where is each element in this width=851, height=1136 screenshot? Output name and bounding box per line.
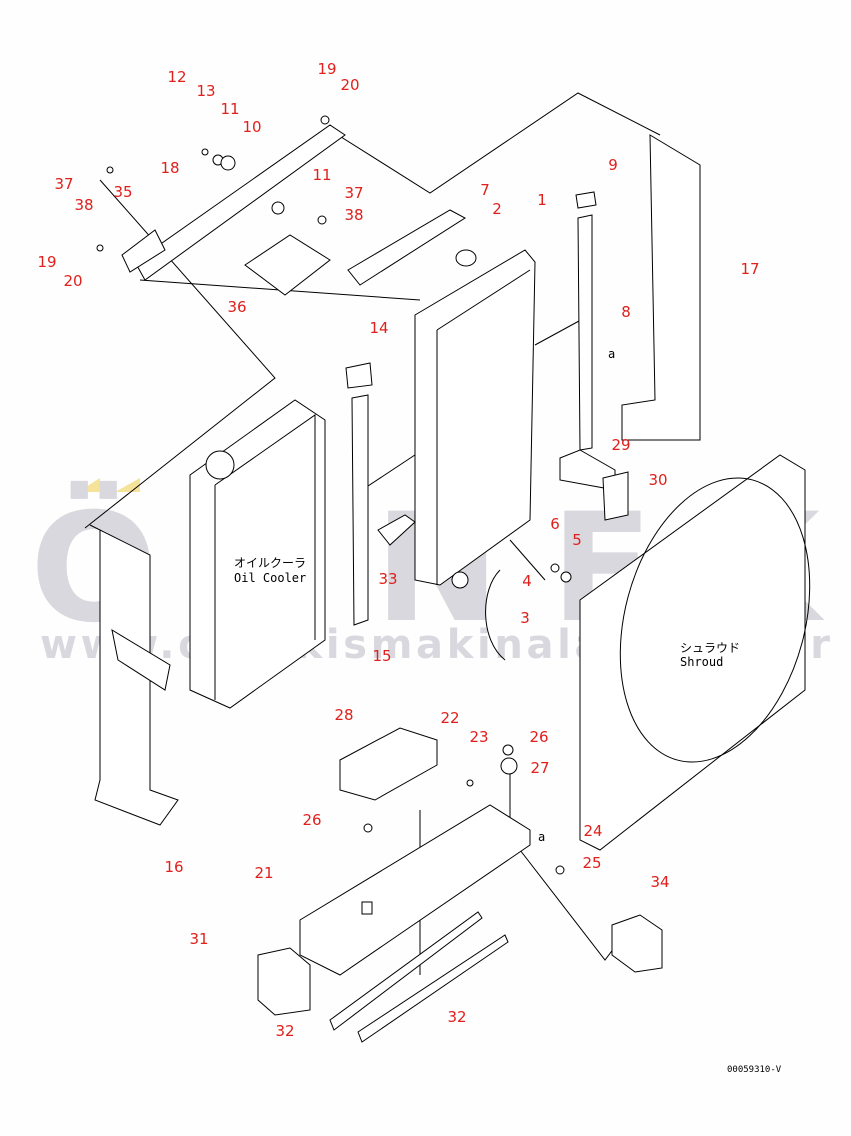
oil-cooler-label-jp: オイルクーラ: [234, 556, 306, 570]
callout-19b: 19: [37, 253, 56, 271]
callout-9: 9: [608, 156, 618, 174]
callout-11: 11: [220, 100, 239, 118]
oil-cooler-label-en: Oil Cooler: [234, 571, 306, 585]
callout-15: 15: [372, 647, 391, 665]
callout-29: 29: [611, 436, 630, 454]
callout-17: 17: [740, 260, 759, 278]
callout-a: a: [608, 347, 615, 361]
parts: オイルクーラ Oil Cooler シュラウド Shroud: [89, 115, 811, 1043]
callout-20: 20: [340, 76, 359, 94]
callout-37: 37: [54, 175, 73, 193]
shroud-label-en: Shroud: [680, 655, 723, 669]
callout-5: 5: [572, 531, 582, 549]
callout-11b: 11: [312, 166, 331, 184]
drawing-code: 00059310-V: [727, 1065, 782, 1075]
callout-36: 36: [227, 298, 246, 316]
callout-20b: 20: [63, 272, 82, 290]
callout-a-2: a: [538, 830, 545, 844]
callout-7: 7: [480, 181, 490, 199]
callout-21: 21: [254, 864, 273, 882]
callout-8: 8: [621, 303, 631, 321]
callout-12: 12: [167, 68, 186, 86]
callout-31: 31: [189, 930, 208, 948]
callout-25: 25: [582, 854, 601, 872]
callout-27: 27: [530, 759, 549, 777]
callouts: 12 13 11 10 19 20 37 38 35 18 11 37 38 7…: [37, 60, 759, 1040]
callout-10: 10: [242, 118, 261, 136]
callout-32b: 32: [447, 1008, 466, 1026]
callout-2: 2: [492, 200, 502, 218]
callout-35: 35: [113, 183, 132, 201]
callout-37b: 37: [344, 184, 363, 202]
callout-34: 34: [650, 873, 669, 891]
callout-23: 23: [469, 728, 488, 746]
callout-4: 4: [522, 572, 532, 590]
callout-19: 19: [317, 60, 336, 78]
callout-26b: 26: [302, 811, 321, 829]
shroud-label-jp: シュラウド: [680, 641, 740, 655]
callout-22: 22: [440, 709, 459, 727]
callout-38: 38: [74, 196, 93, 214]
callout-28: 28: [334, 706, 353, 724]
callout-14: 14: [369, 319, 388, 337]
callout-32: 32: [275, 1022, 294, 1040]
callout-38b: 38: [344, 206, 363, 224]
callout-3: 3: [520, 609, 530, 627]
callout-33: 33: [378, 570, 397, 588]
callout-30: 30: [648, 471, 667, 489]
callout-26: 26: [529, 728, 548, 746]
callout-6: 6: [550, 515, 560, 533]
callout-1: 1: [537, 191, 547, 209]
callout-24: 24: [583, 822, 602, 840]
callout-16: 16: [164, 858, 183, 876]
callout-18: 18: [160, 159, 179, 177]
callout-13: 13: [196, 82, 215, 100]
